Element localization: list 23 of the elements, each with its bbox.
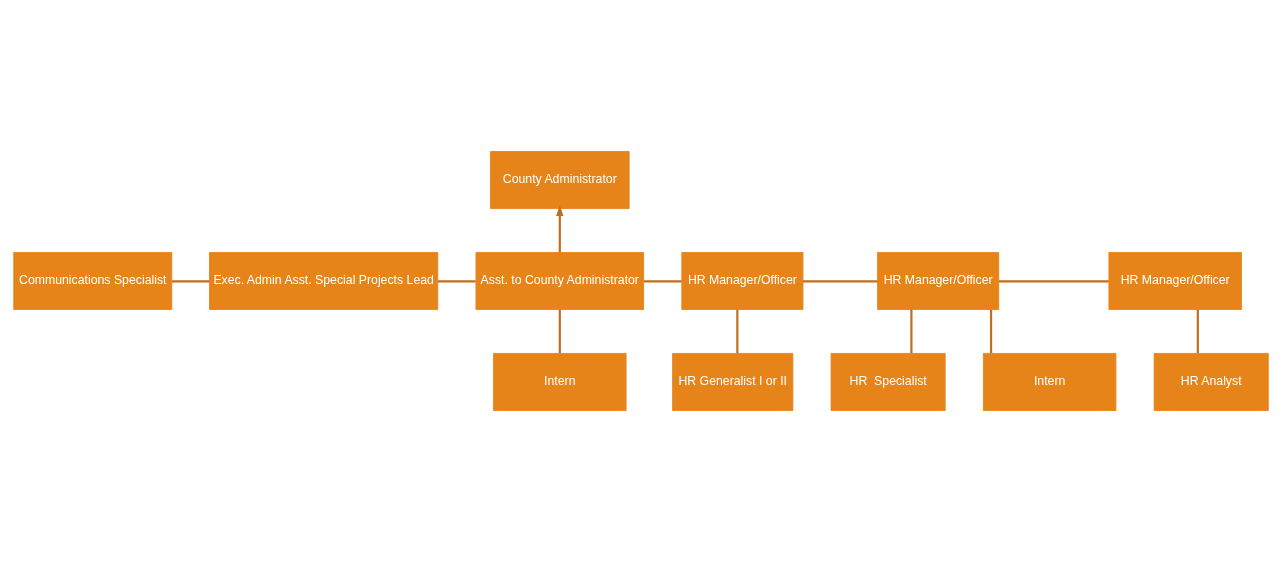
connector xyxy=(736,309,739,353)
node-box: HR Manager/Officer xyxy=(1108,251,1242,310)
node-box: Communications Specialist xyxy=(13,251,173,310)
connector xyxy=(643,279,682,283)
connector xyxy=(437,279,476,283)
node-box: Asst. to County Administrator xyxy=(475,251,645,310)
arrow xyxy=(556,204,564,252)
connector xyxy=(989,309,993,353)
connector xyxy=(803,279,878,283)
connector xyxy=(910,309,913,353)
connector xyxy=(1196,309,1199,353)
node-box: HR Generalist I or II xyxy=(672,352,794,411)
node-box: HR Manager/Officer xyxy=(681,251,804,310)
node-box: Intern xyxy=(493,352,627,411)
node-box: County Administrator xyxy=(490,150,630,209)
node-box: HR Manager/Officer xyxy=(877,251,1000,310)
node-box: HR Specialist xyxy=(830,352,946,411)
node-box: HR Analyst xyxy=(1153,352,1269,411)
connector xyxy=(558,309,561,353)
connector xyxy=(998,279,1109,283)
connector xyxy=(171,279,210,283)
node-box: Exec. Admin Asst. Special Projects Lead xyxy=(209,251,439,310)
node-box: Intern xyxy=(982,352,1117,411)
